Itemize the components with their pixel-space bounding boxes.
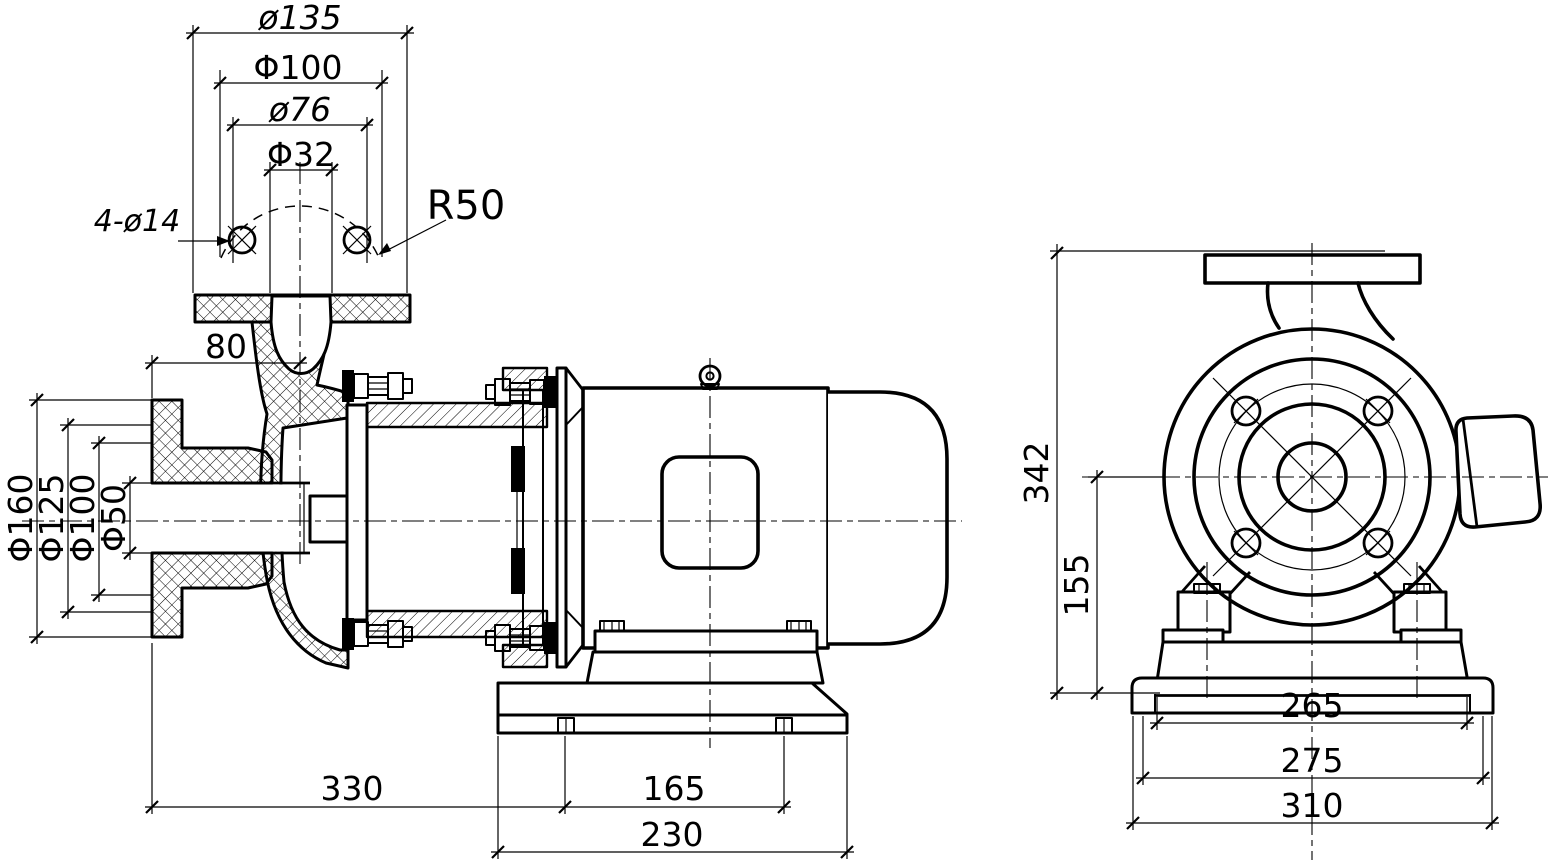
bolt-hole [342, 225, 372, 255]
pump-casing-section [150, 293, 412, 670]
dim-pedestal-width: 275 [1281, 741, 1344, 780]
bolt-circle-arc [220, 205, 380, 259]
pump-feet [1161, 565, 1463, 645]
length-dimensions: 330 165 230 [144, 643, 855, 860]
foot-bolt [599, 620, 625, 632]
dim-base-length: 230 [641, 815, 704, 854]
suction-dimensions: Φ160 Φ125 Φ100 Φ50 [1, 392, 152, 645]
outlet-flange-dimensions: ø135 Φ100 ø76 Φ32 R50 4-ø14 80 [94, 0, 506, 398]
bearing-bracket [345, 366, 549, 669]
dim-base-width: 310 [1281, 786, 1344, 825]
baseplate [496, 650, 849, 735]
suction-flange-upper [150, 398, 274, 485]
dim-front-anchor-spacing: 265 [1281, 686, 1344, 725]
height-dimensions: 342 155 [1017, 244, 1385, 701]
impeller-hub [308, 494, 349, 544]
dim-suction-raised-face: Φ100 [63, 474, 102, 563]
flange-bolt-hole [1362, 527, 1394, 559]
anchor-bolt [775, 717, 793, 734]
callout-fillet-radius: R50 [427, 183, 506, 229]
motor-end-cap [828, 390, 949, 646]
motor-feet [593, 629, 819, 654]
flange-bolt-hole [1230, 527, 1262, 559]
dim-outlet-bolt-circle: Φ100 [254, 48, 343, 87]
front-view: 342 155 265 275 310 [1017, 243, 1548, 860]
callout-outlet-offset: 80 [205, 327, 247, 366]
dim-suction-bolt-circle: Φ125 [32, 474, 71, 563]
back-plate [345, 403, 369, 622]
dim-outlet-flange-od: ø135 [257, 0, 341, 37]
suction-flange-lower [150, 551, 274, 639]
dim-outlet-bore: Φ32 [267, 135, 335, 174]
casing-volute [250, 320, 350, 670]
dim-overall-height: 342 [1017, 442, 1056, 505]
dim-suction-bore: Φ50 [94, 484, 133, 552]
dim-inlet-to-anchor: 330 [321, 769, 384, 808]
outlet-funnel [269, 294, 333, 375]
callout-bolt-holes: 4-ø14 [94, 204, 180, 239]
bolt-hole [227, 225, 257, 255]
anchor-bolt [557, 717, 575, 734]
pedestal [585, 650, 825, 685]
width-dimensions: 265 275 310 [1125, 686, 1500, 831]
dim-shaft-center-height: 155 [1057, 554, 1096, 617]
mechanical-seal [511, 446, 525, 492]
dim-outlet-raised-face: ø76 [268, 90, 331, 129]
front-terminal-box [1454, 414, 1543, 529]
dim-anchor-spacing: 165 [643, 769, 706, 808]
flange-bolt-hole [1362, 395, 1394, 427]
flange-bolt-hole [1230, 395, 1262, 427]
foot-bolt [786, 620, 812, 632]
motor [555, 364, 949, 669]
dim-suction-flange-od: Φ160 [1, 474, 40, 563]
section-view: ø135 Φ100 ø76 Φ32 R50 4-ø14 80 [1, 0, 962, 860]
motor-flange [555, 366, 568, 669]
